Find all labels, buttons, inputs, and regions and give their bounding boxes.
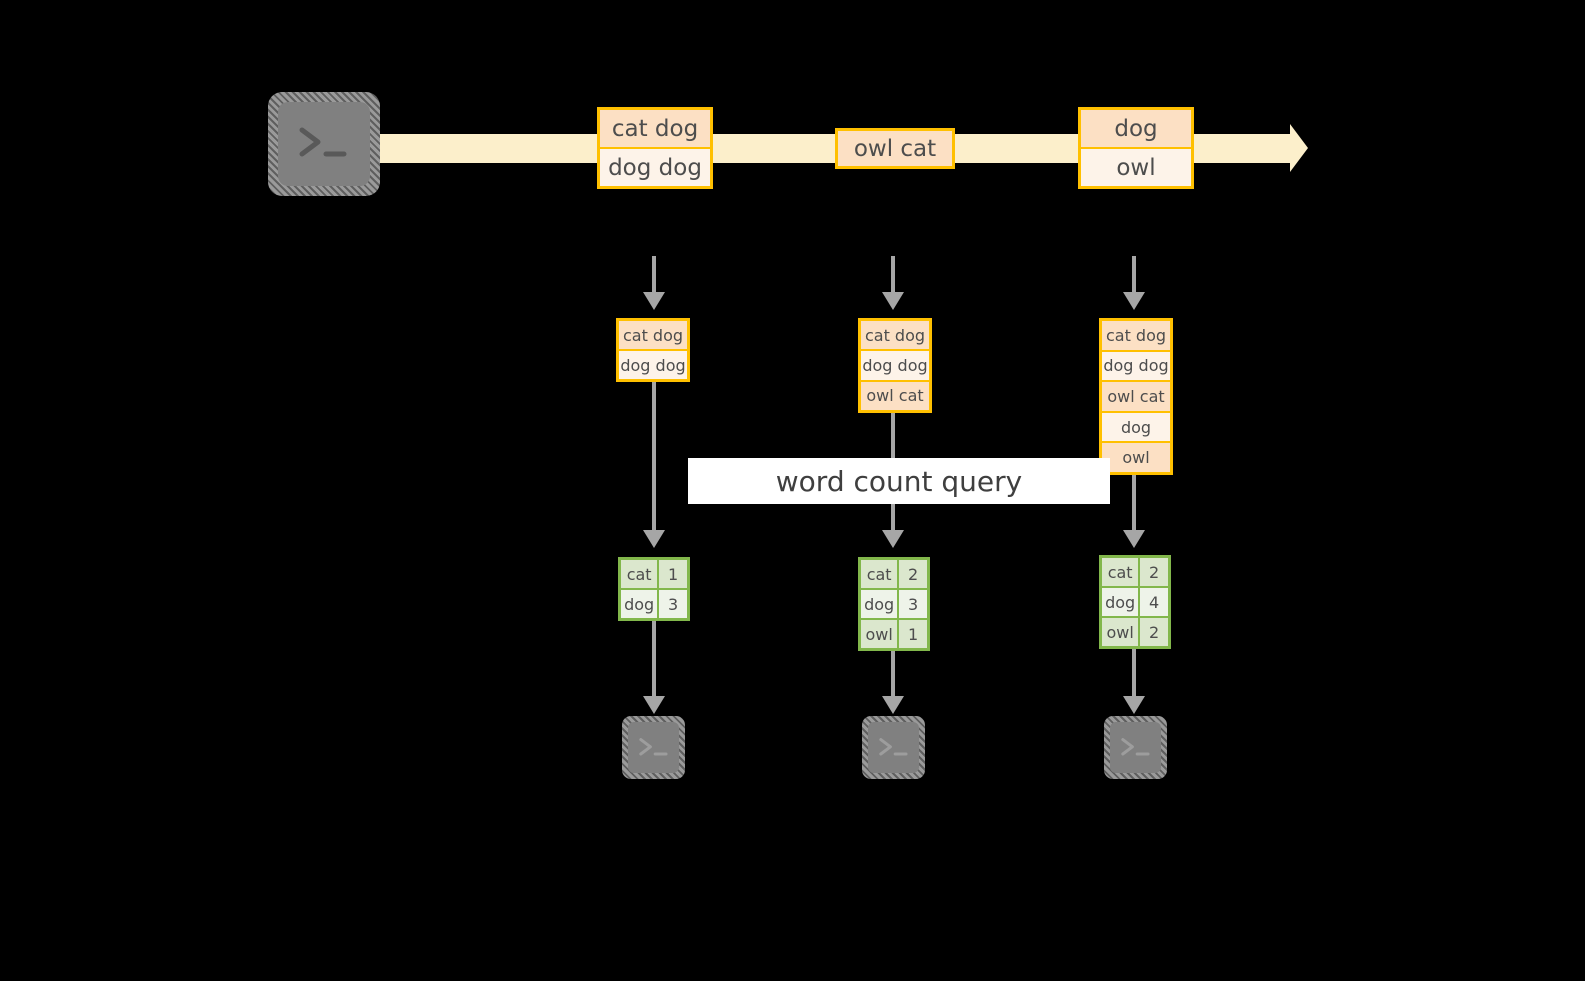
result-word: cat bbox=[861, 560, 900, 588]
table-row: dog 4 bbox=[1102, 586, 1168, 616]
accumulated-state-1[interactable]: cat dog dog dog bbox=[616, 318, 690, 382]
record-line: owl bbox=[1081, 147, 1191, 186]
table-row: dog 3 bbox=[861, 588, 927, 618]
result-count: 2 bbox=[899, 560, 927, 588]
query-arrowhead-1 bbox=[643, 530, 665, 548]
result-count: 3 bbox=[659, 590, 687, 618]
query-label: word count query bbox=[775, 464, 1023, 498]
state-line: dog bbox=[1102, 410, 1170, 442]
state-line: owl cat bbox=[1102, 380, 1170, 411]
stream-record-2[interactable]: owl cat bbox=[835, 128, 955, 169]
result-table-3[interactable]: cat 2 dog 4 owl 2 bbox=[1099, 555, 1171, 649]
result-count: 1 bbox=[899, 620, 927, 648]
state-line: dog dog bbox=[1102, 349, 1170, 381]
terminal-prompt-glyph bbox=[862, 716, 925, 779]
result-count: 1 bbox=[659, 560, 687, 588]
result-table-1[interactable]: cat 1 dog 3 bbox=[618, 557, 690, 621]
query-label-band: word count query bbox=[688, 458, 1110, 504]
stream-to-state-connector-1 bbox=[652, 256, 656, 292]
accumulated-state-2[interactable]: cat dog dog dog owl cat bbox=[858, 318, 932, 413]
stream-to-state-arrowhead-3 bbox=[1123, 292, 1145, 310]
result-word: owl bbox=[861, 620, 900, 648]
stream-record-3[interactable]: dog owl bbox=[1078, 107, 1194, 189]
state-line: dog dog bbox=[619, 349, 687, 379]
stream-to-state-arrowhead-2 bbox=[882, 292, 904, 310]
result-to-sink-connector-2 bbox=[891, 651, 895, 696]
state-line: owl cat bbox=[861, 379, 929, 410]
result-table-2[interactable]: cat 2 dog 3 owl 1 bbox=[858, 557, 930, 651]
terminal-body bbox=[278, 102, 370, 186]
stream-to-state-arrowhead-1 bbox=[643, 292, 665, 310]
query-connector-3 bbox=[1132, 475, 1136, 530]
state-line: cat dog bbox=[1102, 321, 1170, 350]
stream-arrowhead bbox=[1290, 124, 1308, 172]
result-count: 3 bbox=[899, 590, 927, 618]
state-line: owl bbox=[1102, 441, 1170, 472]
result-to-sink-arrowhead-2 bbox=[882, 696, 904, 714]
state-line: cat dog bbox=[861, 321, 929, 350]
record-line: owl cat bbox=[838, 131, 952, 166]
terminal-body bbox=[628, 722, 679, 773]
terminal-prompt-glyph bbox=[622, 716, 685, 779]
sink-terminal-icon-1[interactable] bbox=[622, 716, 685, 779]
result-to-sink-arrowhead-3 bbox=[1123, 696, 1145, 714]
table-row: owl 1 bbox=[861, 618, 927, 648]
result-word: dog bbox=[861, 590, 900, 618]
table-row: owl 2 bbox=[1102, 616, 1168, 646]
source-terminal-icon[interactable] bbox=[268, 92, 380, 196]
result-to-sink-connector-3 bbox=[1132, 649, 1136, 696]
terminal-prompt-glyph bbox=[1104, 716, 1167, 779]
state-line: dog dog bbox=[861, 349, 929, 380]
result-to-sink-arrowhead-1 bbox=[643, 696, 665, 714]
result-to-sink-connector-1 bbox=[652, 621, 656, 696]
result-count: 2 bbox=[1140, 558, 1168, 586]
result-word: owl bbox=[1102, 618, 1141, 646]
result-word: cat bbox=[621, 560, 660, 588]
accumulated-state-3[interactable]: cat dog dog dog owl cat dog owl bbox=[1099, 318, 1173, 475]
terminal-prompt-glyph bbox=[268, 92, 380, 196]
table-row: cat 2 bbox=[1102, 558, 1168, 586]
state-line: cat dog bbox=[619, 321, 687, 349]
query-arrowhead-3 bbox=[1123, 530, 1145, 548]
table-row: cat 2 bbox=[861, 560, 927, 588]
record-line: cat dog bbox=[600, 110, 710, 147]
result-count: 2 bbox=[1140, 618, 1168, 646]
stream-to-state-connector-2 bbox=[891, 256, 895, 292]
record-line: dog dog bbox=[600, 147, 710, 186]
result-word: dog bbox=[621, 590, 660, 618]
result-word: dog bbox=[1102, 588, 1141, 616]
query-arrowhead-2 bbox=[882, 530, 904, 548]
result-word: cat bbox=[1102, 558, 1141, 586]
terminal-body bbox=[1110, 722, 1161, 773]
table-row: dog 3 bbox=[621, 588, 687, 618]
table-row: cat 1 bbox=[621, 560, 687, 588]
sink-terminal-icon-3[interactable] bbox=[1104, 716, 1167, 779]
record-line: dog bbox=[1081, 110, 1191, 147]
stream-record-1[interactable]: cat dog dog dog bbox=[597, 107, 713, 189]
query-connector-1 bbox=[652, 382, 656, 530]
stream-to-state-connector-3 bbox=[1132, 256, 1136, 292]
sink-terminal-icon-2[interactable] bbox=[862, 716, 925, 779]
terminal-body bbox=[868, 722, 919, 773]
result-count: 4 bbox=[1140, 588, 1168, 616]
